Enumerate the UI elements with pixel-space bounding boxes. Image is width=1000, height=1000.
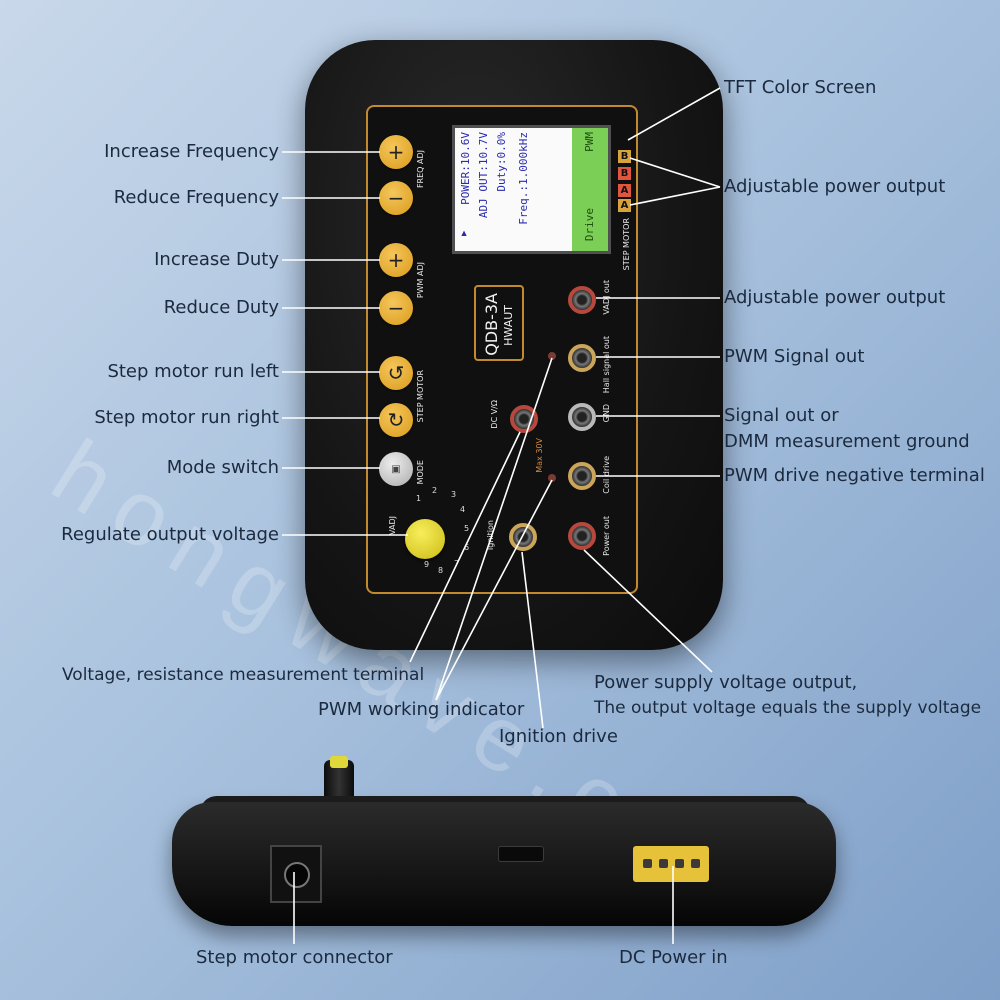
- label-signal-ground-1: Signal out or: [724, 405, 839, 426]
- label-step-right: Step motor run right: [94, 407, 279, 428]
- ignition-jack[interactable]: [509, 523, 537, 551]
- badge-a1: A: [618, 184, 631, 197]
- rotate-left-icon: ↺: [387, 361, 405, 385]
- dc-power-connector[interactable]: [633, 846, 709, 882]
- leader-adj-1a: [629, 157, 721, 188]
- dc-v-ohm-jack[interactable]: [510, 405, 538, 433]
- label-increase-frequency: Increase Frequency: [104, 141, 279, 162]
- leader-pwm-indicator-a: [435, 357, 553, 701]
- reduce-frequency-button[interactable]: −: [379, 181, 413, 215]
- badge-a2: A: [618, 199, 631, 212]
- leader-adj-1b: [629, 186, 721, 206]
- label-adj-power-output-1: Adjustable power output: [724, 176, 946, 197]
- label-reduce-frequency: Reduce Frequency: [113, 187, 279, 208]
- dial-tick-1: 1: [416, 494, 422, 503]
- label-power-supply-2: The output voltage equals the supply vol…: [594, 698, 982, 718]
- label-pwm-signal-out: PWM Signal out: [724, 346, 865, 367]
- label-step-left: Step motor run left: [107, 361, 279, 382]
- badge-b2: B: [618, 167, 631, 180]
- brand-logo: HWAUT QDB-3A: [474, 285, 524, 361]
- label-signal-ground-2: DMM measurement ground: [724, 431, 970, 452]
- dial-tick-3: 3: [451, 490, 457, 499]
- label-mode-switch: Mode switch: [166, 457, 279, 478]
- label-increase-duty: Increase Duty: [154, 249, 279, 270]
- label-tft-screen: TFT Color Screen: [724, 77, 877, 98]
- label-power-supply-1: Power supply voltage output,: [594, 672, 858, 693]
- label-reduce-duty: Reduce Duty: [163, 297, 279, 318]
- side-switch[interactable]: [498, 846, 544, 862]
- step-left-button[interactable]: ↺: [379, 356, 413, 390]
- tft-screen: Freq.:1.000kHz Duty:0.0% ADJ OUT:10.7V P…: [452, 125, 611, 254]
- label-adj-power-output-2: Adjustable power output: [724, 287, 946, 308]
- label-dc-power-in: DC Power in: [619, 947, 728, 968]
- mode-switch-button[interactable]: ▣: [379, 452, 413, 486]
- step-right-button[interactable]: ↻: [379, 403, 413, 437]
- leader-voltage-terminal: [409, 431, 521, 663]
- power-out-jack[interactable]: [568, 522, 596, 550]
- increase-frequency-button[interactable]: +: [379, 135, 413, 169]
- reduce-duty-button[interactable]: −: [379, 291, 413, 325]
- pwm-led-2: [548, 474, 556, 482]
- pwm-led-1: [548, 352, 556, 360]
- dial-tick-9: 9: [424, 560, 430, 569]
- gnd-jack[interactable]: [568, 403, 596, 431]
- rotate-right-icon: ↻: [387, 408, 405, 432]
- hall-signal-jack[interactable]: [568, 344, 596, 372]
- label-voltage-terminal: Voltage, resistance measurement terminal: [62, 665, 425, 685]
- label-ignition-drive: Ignition drive: [499, 726, 618, 747]
- dial-tick-5: 5: [464, 524, 470, 533]
- knob-cap: [330, 756, 348, 768]
- coil-drive-jack[interactable]: [568, 462, 596, 490]
- leader-ignition: [521, 551, 544, 729]
- label-pwm-indicator: PWM working indicator: [318, 699, 525, 720]
- step-motor-connector[interactable]: [270, 845, 322, 903]
- vadj-out-jack[interactable]: [568, 286, 596, 314]
- dial-tick-6: 6: [464, 543, 470, 552]
- increase-duty-button[interactable]: +: [379, 243, 413, 277]
- dial-tick-8: 8: [438, 566, 444, 575]
- dial-tick-4: 4: [460, 505, 466, 514]
- label-step-motor-connector: Step motor connector: [196, 947, 393, 968]
- mode-icon: ▣: [391, 463, 401, 475]
- leader-tft: [627, 87, 721, 141]
- voltage-knob[interactable]: [405, 519, 445, 559]
- badge-b1: B: [618, 150, 631, 163]
- leader-power-supply: [583, 549, 713, 673]
- label-regulate-voltage: Regulate output voltage: [61, 524, 279, 545]
- leader-pwm-indicator-b: [435, 479, 553, 701]
- label-pwm-drive-negative: PWM drive negative terminal: [724, 465, 985, 486]
- dial-tick-2: 2: [432, 486, 438, 495]
